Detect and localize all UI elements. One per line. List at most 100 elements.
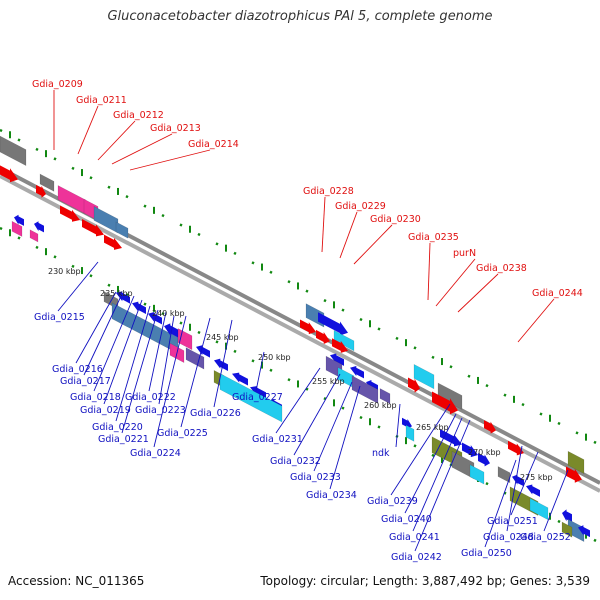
gene-feature-59[interactable]: [512, 472, 524, 488]
top-gene-label[interactable]: Gdia_0230: [370, 214, 421, 225]
gene-feature-8[interactable]: [60, 204, 80, 227]
bottom-gene-label[interactable]: Gdia_0231: [252, 434, 303, 445]
gene-feature-36[interactable]: [332, 336, 348, 356]
gene-feature-45[interactable]: [405, 424, 415, 442]
gene-features[interactable]: [0, 135, 590, 542]
top-gene-label[interactable]: Gdia_0211: [76, 95, 127, 106]
bottom-gene-label[interactable]: Gdia_0218: [70, 392, 121, 403]
top-gene-label[interactable]: Gdia_0244: [532, 288, 583, 299]
upper-guide-dot: [305, 289, 309, 293]
bottom-gene-label[interactable]: Gdia_0216: [52, 364, 103, 375]
bottom-gene-label[interactable]: Gdia_0221: [98, 434, 149, 445]
bottom-leader-line: [484, 459, 517, 548]
bottom-gene-label[interactable]: Gdia_0220: [92, 422, 143, 433]
bottom-gene-label[interactable]: Gdia_0222: [125, 392, 176, 403]
upper-guide-dot: [251, 261, 255, 265]
bottom-gene-label[interactable]: Gdia_0232: [270, 456, 321, 467]
bottom-gene-label[interactable]: Gdia_0234: [306, 490, 357, 501]
top-gene-label[interactable]: Gdia_0214: [188, 139, 239, 150]
bottom-gene-label[interactable]: Gdia_0225: [157, 428, 208, 439]
kbp-tick-label: 265 kbp: [416, 423, 449, 432]
bottom-leader-line: [213, 319, 233, 408]
gene-feature-10[interactable]: [104, 233, 122, 254]
gene-feature-24[interactable]: [196, 342, 210, 359]
top-gene-label[interactable]: Gdia_0229: [335, 201, 386, 212]
gene-box: [39, 173, 55, 192]
gene-feature-44[interactable]: [402, 416, 412, 431]
bottom-gene-label[interactable]: Gdia_0239: [367, 496, 418, 507]
lower-guide-dot: [287, 378, 291, 382]
top-gene-label[interactable]: purN: [453, 248, 476, 259]
bottom-gene-label[interactable]: Gdia_0223: [135, 405, 186, 416]
gene-feature-43[interactable]: [379, 388, 391, 405]
bottom-gene-label[interactable]: Gdia_0219: [80, 405, 131, 416]
bottom-gene-label[interactable]: Gdia_0227: [232, 392, 283, 403]
top-gene-label[interactable]: Gdia_0212: [113, 110, 164, 121]
gene-feature-16[interactable]: [111, 302, 179, 354]
gene-feature-34[interactable]: [300, 318, 316, 338]
gene-feature-17[interactable]: [116, 288, 130, 305]
gene-feature-2[interactable]: [0, 163, 18, 186]
gene-feature-37[interactable]: [330, 350, 344, 367]
bottom-gene-label[interactable]: Gdia_0248: [483, 532, 534, 543]
bottom-gene-label[interactable]: Gdia_0241: [389, 532, 440, 543]
gene-feature-7[interactable]: [115, 221, 129, 239]
gene-feature-9[interactable]: [82, 217, 104, 241]
bottom-gene-label[interactable]: ndk: [372, 448, 390, 459]
gene-feature-3[interactable]: [36, 183, 46, 200]
gene-feature-51[interactable]: [462, 441, 478, 461]
gene-feature-55[interactable]: [469, 464, 485, 485]
gene-feature-56[interactable]: [484, 418, 496, 436]
gene-feature-60[interactable]: [526, 481, 540, 498]
gene-box: [0, 135, 27, 167]
gene-arrow-reverse: [164, 323, 178, 338]
top-gene-label[interactable]: Gdia_0213: [150, 123, 201, 134]
gene-feature-20[interactable]: [164, 320, 178, 339]
gene-feature-26[interactable]: [232, 369, 248, 387]
gene-feature-68[interactable]: [578, 522, 590, 538]
gene-feature-19[interactable]: [148, 309, 162, 326]
bottom-leader-line: [158, 315, 175, 405]
gene-feature-30[interactable]: [219, 373, 283, 423]
gene-feature-65[interactable]: [562, 507, 572, 524]
gene-feature-14[interactable]: [29, 229, 39, 243]
gene-feature-32[interactable]: [318, 310, 348, 340]
bottom-gene-label[interactable]: Gdia_0240: [381, 514, 432, 525]
bottom-gene-label[interactable]: Gdia_0242: [391, 552, 442, 563]
gene-feature-13[interactable]: [11, 220, 23, 237]
gene-feature-22[interactable]: [185, 347, 205, 370]
gene-feature-64[interactable]: [566, 464, 582, 486]
gene-feature-46[interactable]: [413, 363, 435, 390]
top-gene-label[interactable]: Gdia_0228: [303, 186, 354, 197]
gene-feature-38[interactable]: [350, 363, 364, 380]
gene-feature-67[interactable]: [561, 521, 573, 538]
gene-feature-25[interactable]: [214, 355, 228, 372]
bottom-gene-label[interactable]: Gdia_0217: [60, 376, 111, 387]
gene-feature-48[interactable]: [408, 375, 420, 395]
gene-feature-11[interactable]: [14, 212, 24, 227]
top-gene-label[interactable]: Gdia_0235: [408, 232, 459, 243]
bottom-gene-label[interactable]: Gdia_0251: [487, 516, 538, 527]
bottom-gene-label[interactable]: Gdia_0226: [190, 408, 241, 419]
gene-feature-35[interactable]: [316, 328, 330, 347]
bottom-gene-label[interactable]: Gdia_0233: [290, 472, 341, 483]
bottom-gene-label[interactable]: Gdia_0250: [461, 548, 512, 559]
gene-labels[interactable]: Gdia_0209Gdia_0211Gdia_0212Gdia_0213Gdia…: [32, 79, 583, 563]
top-gene-label[interactable]: Gdia_0209: [32, 79, 83, 90]
gene-feature-58[interactable]: [497, 466, 511, 484]
gene-feature-0[interactable]: [0, 135, 27, 167]
gene-feature-49[interactable]: [432, 389, 458, 419]
bottom-gene-label[interactable]: Gdia_0252: [520, 532, 571, 543]
upper-guide-dot: [197, 232, 201, 237]
bottom-gene-label[interactable]: Gdia_0215: [34, 312, 85, 323]
gene-feature-1[interactable]: [39, 173, 55, 192]
top-gene-label[interactable]: Gdia_0238: [476, 263, 527, 274]
gene-feature-52[interactable]: [478, 451, 490, 469]
gene-feature-57[interactable]: [508, 439, 524, 459]
bottom-gene-label[interactable]: Gdia_0224: [130, 448, 181, 459]
gene-feature-63[interactable]: [567, 450, 585, 474]
gene-feature-12[interactable]: [34, 219, 44, 234]
gene-feature-62[interactable]: [529, 497, 549, 521]
gene-feature-50[interactable]: [440, 427, 462, 451]
